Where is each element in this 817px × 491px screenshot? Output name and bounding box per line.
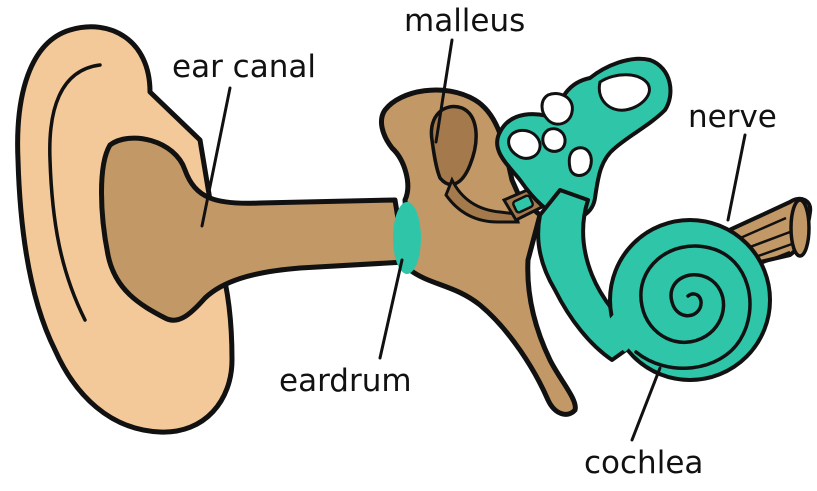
- nerve-end: [791, 200, 809, 256]
- ear-canal-label: ear canal: [172, 52, 316, 83]
- cochlea-shape: [610, 220, 770, 380]
- nerve-leader: [728, 135, 745, 220]
- ear-canal-shape: [102, 138, 406, 320]
- eardrum-leader: [380, 260, 402, 358]
- malleus-label: malleus: [404, 6, 525, 37]
- canal-hole-3: [509, 130, 540, 158]
- nerve-label: nerve: [688, 102, 777, 133]
- cochlea-label: cochlea: [584, 448, 703, 479]
- canal-hole-4: [543, 129, 565, 152]
- canal-hole-2: [542, 94, 572, 125]
- cochlea-leader: [632, 368, 660, 440]
- canal-hole-5: [569, 148, 591, 176]
- eardrum-shape: [393, 202, 421, 274]
- eardrum-label: eardrum: [279, 366, 412, 397]
